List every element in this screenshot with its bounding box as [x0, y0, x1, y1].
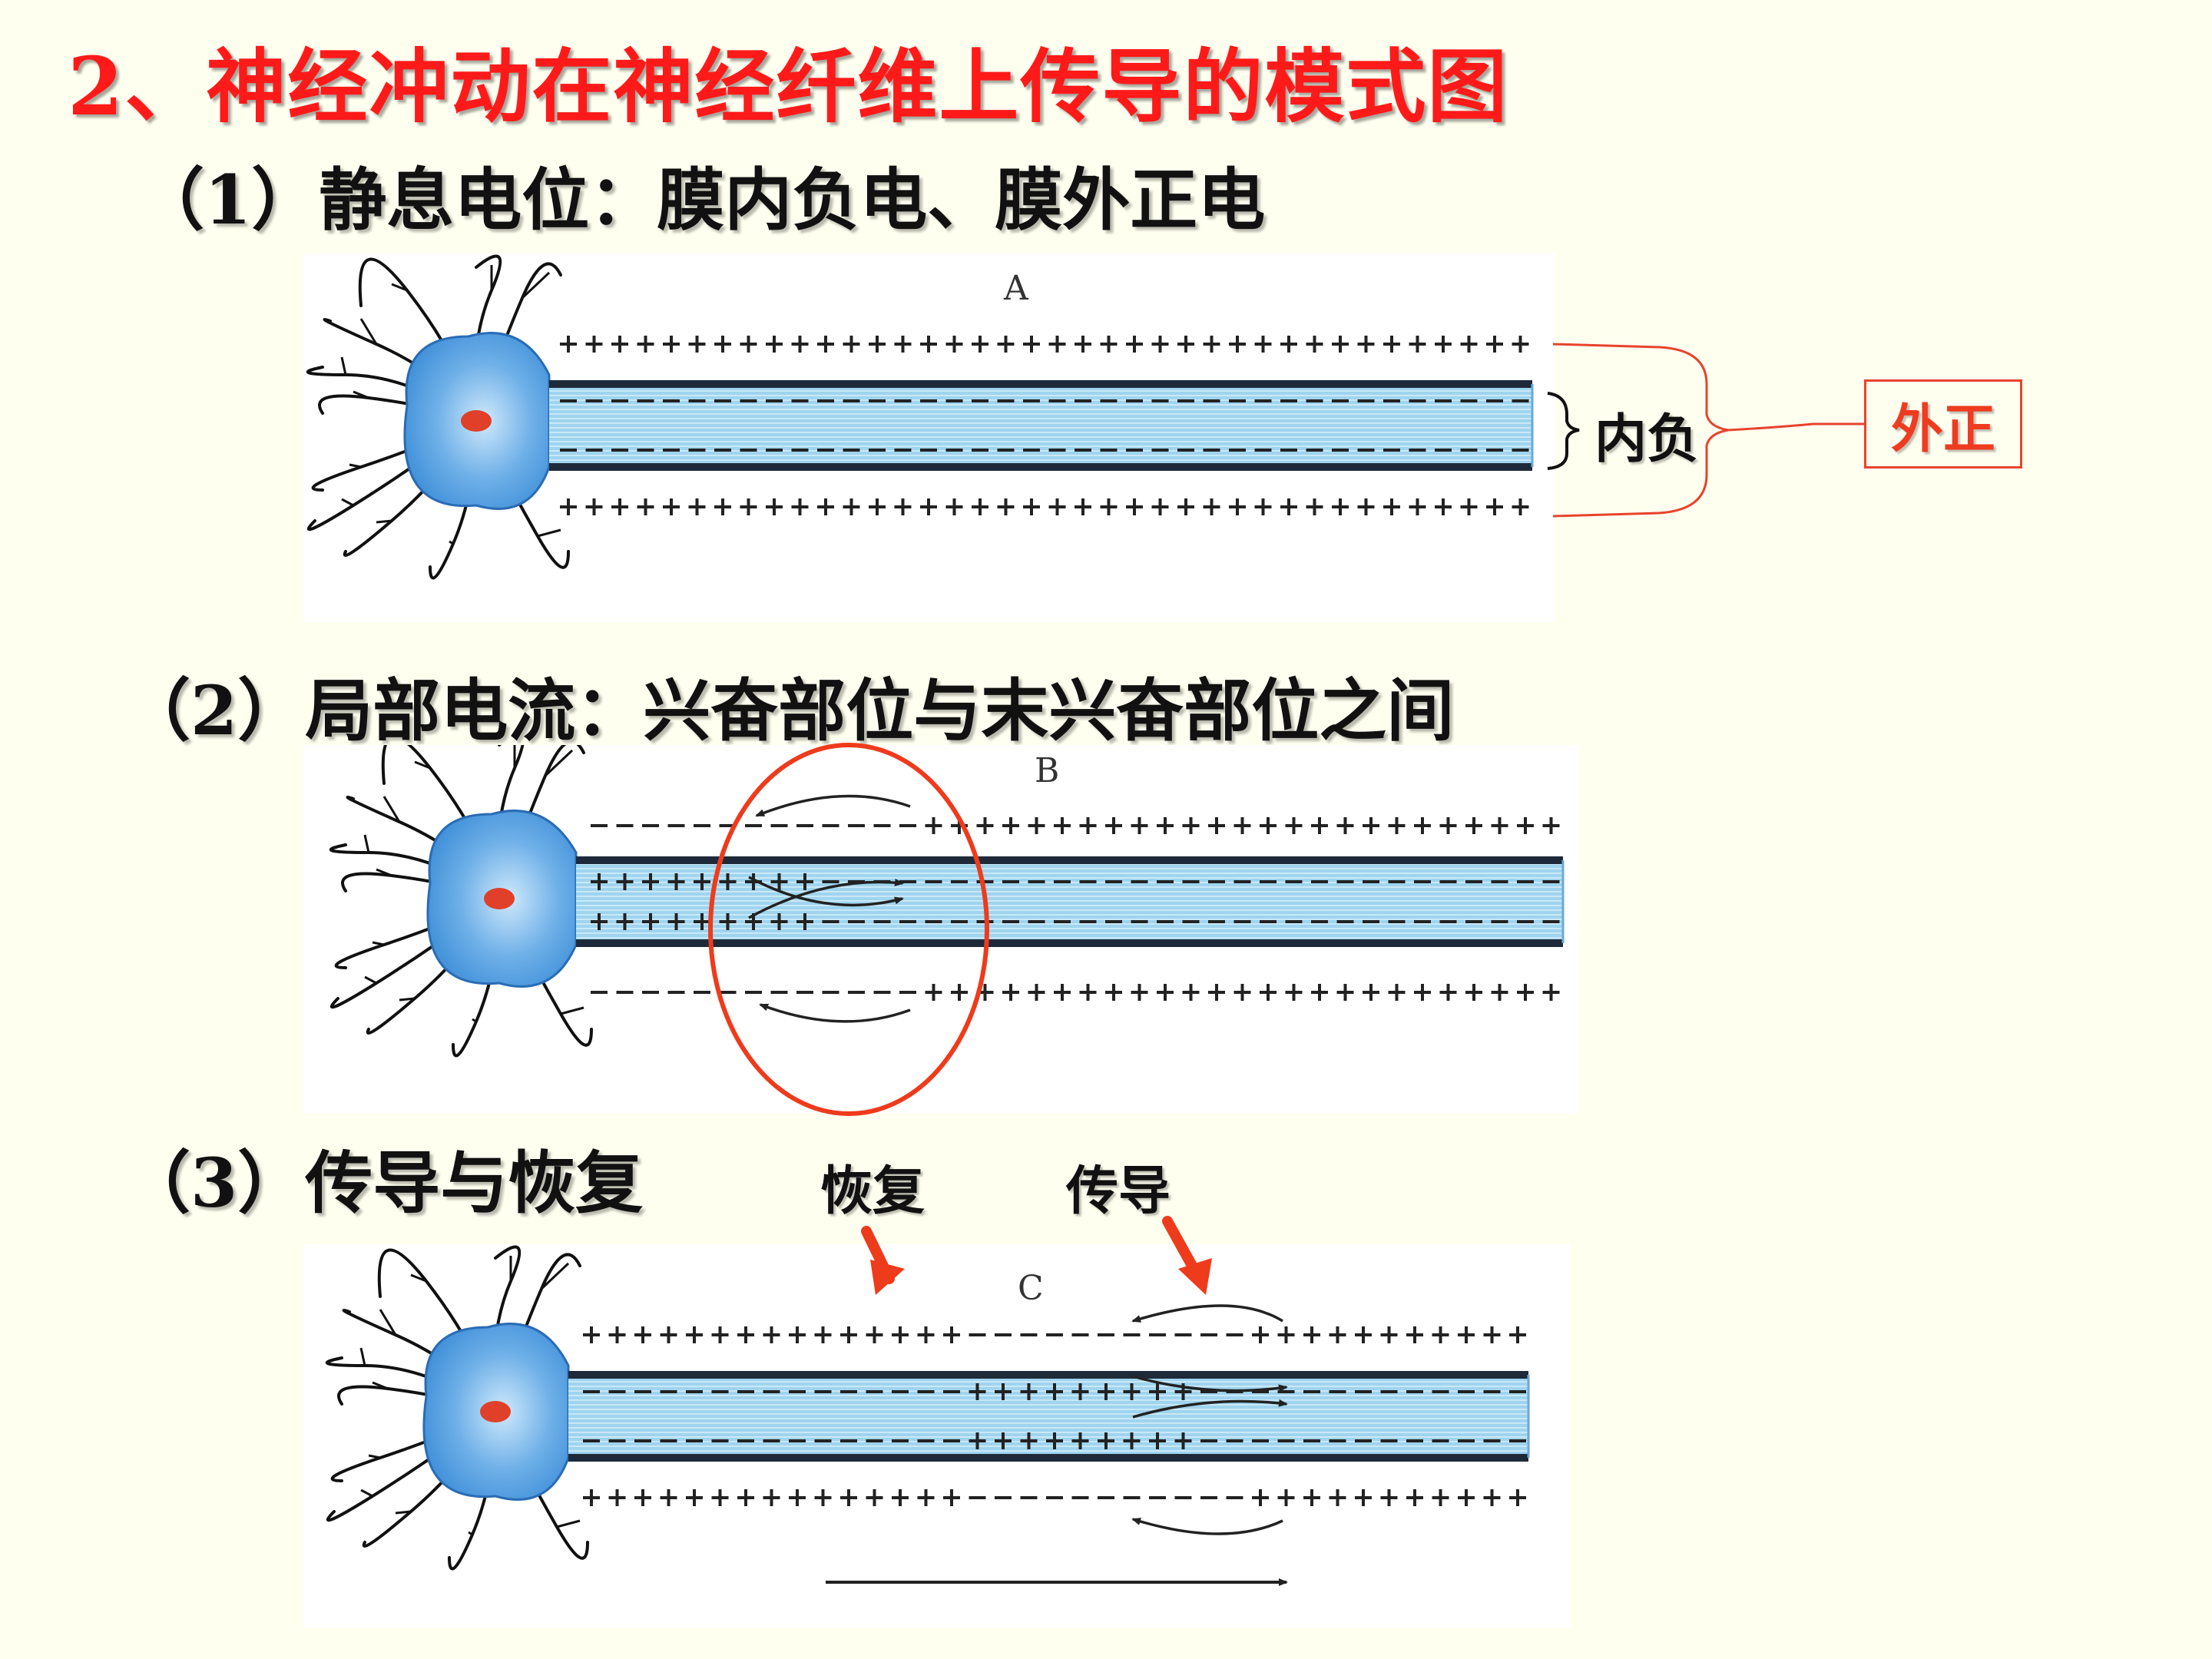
dendrite-branch	[379, 1309, 397, 1336]
dendrite-branch	[410, 1273, 427, 1283]
axon-cytoplasm	[576, 860, 1563, 943]
dendrite-branch	[468, 1531, 473, 1536]
recovery-label: 恢复	[820, 1161, 926, 1222]
neuron-cell-body	[329, 745, 593, 1058]
panel-c-letter: C	[1018, 1269, 1044, 1308]
dendrite-branch	[540, 1262, 570, 1290]
dendrite-branch	[472, 1018, 477, 1023]
panel-a-letter: A	[1003, 269, 1029, 308]
conduction-label: 传导	[1066, 1161, 1171, 1222]
dendrite-branch	[556, 1519, 581, 1528]
section-3-heading: （3）传导与恢复	[123, 1143, 644, 1223]
outer-signs-bottom	[591, 984, 1560, 1001]
dendrite-branch	[372, 1381, 389, 1390]
dendrite-branch	[360, 1488, 373, 1498]
local-current-arrow-top	[755, 794, 911, 817]
section-1-heading: （1）静息电位：膜内负电、膜外正电	[137, 160, 1266, 240]
outer-signs-top	[591, 817, 1560, 834]
outer-signs-bottom	[560, 498, 1529, 515]
dendrite-branch	[382, 796, 401, 823]
dendrite-branch	[364, 975, 377, 985]
local-current-arrow-inner-2	[1132, 1399, 1288, 1419]
dendrite-branch	[414, 760, 431, 770]
panel-b-letter: B	[1035, 751, 1059, 790]
dendrite-branch	[359, 318, 378, 345]
dendrite-branch	[359, 1347, 366, 1366]
local-current-arrow-inner-1	[1132, 1375, 1288, 1392]
inner-signs-bottom	[583, 1432, 1526, 1449]
dendrite-branch	[341, 498, 354, 507]
outer-brace-connector	[1727, 422, 1864, 432]
local-current-arrow-top	[1131, 1304, 1283, 1323]
neuron-cell-body	[325, 1245, 589, 1571]
dendrite-branch	[363, 834, 370, 853]
dendrite-branch	[399, 997, 416, 1002]
dendrite-branch	[537, 528, 561, 538]
section-2-heading: （2）局部电流：兴奋部位与末兴奋部位之间	[123, 671, 1455, 750]
panel-a-diagram: A	[303, 253, 1555, 622]
dendrite-branch	[395, 1510, 412, 1515]
axon-cytoplasm	[549, 384, 1532, 467]
dendrite-branch	[560, 1006, 584, 1015]
dendrite-branch	[340, 356, 347, 376]
outer-positive-box: 外正	[1864, 379, 2022, 469]
nucleus	[480, 1401, 511, 1422]
dendrite-branch	[349, 463, 362, 469]
dendrite-branch	[376, 519, 392, 524]
dendrite-branch	[368, 1454, 381, 1459]
outer-positive-label: 外正	[1890, 399, 1995, 460]
dendrite-branch	[391, 283, 408, 292]
dendrite-branch	[449, 540, 454, 545]
dendrite-branch	[372, 941, 385, 946]
dendrite-branch	[353, 390, 369, 399]
nucleus	[461, 410, 492, 432]
outer-signs-top	[583, 1326, 1526, 1343]
outer-signs-bottom	[583, 1489, 1526, 1506]
axon	[568, 1371, 1530, 1462]
panel-c-diagram: C	[303, 1244, 1571, 1628]
axon-cytoplasm	[568, 1375, 1528, 1458]
dendrite-branch	[544, 749, 574, 777]
dendrite-branch	[521, 271, 551, 300]
axon	[549, 380, 1534, 471]
outer-signs-top	[560, 336, 1529, 353]
local-current-arrow-bottom	[1131, 1518, 1283, 1535]
nucleus	[484, 888, 515, 909]
panel-b-diagram: B	[303, 745, 1578, 1114]
local-current-arrow-bottom	[759, 1003, 911, 1023]
inner-negative-label: 内负	[1594, 409, 1700, 470]
dendrite-branch	[376, 868, 392, 877]
neuron-cell-body	[306, 254, 570, 580]
axon	[576, 856, 1565, 947]
slide-title: 2、神经冲动在神经纤维上传导的模式图	[68, 39, 1509, 134]
